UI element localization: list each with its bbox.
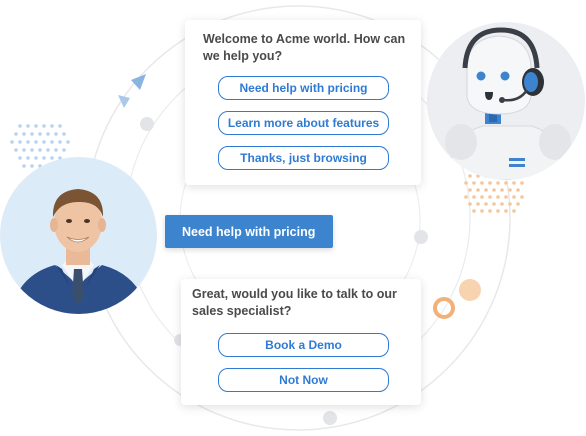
- bot-followup-card: Great, would you like to talk to our sal…: [181, 279, 421, 405]
- bot-followup-message: Great, would you like to talk to our sal…: [192, 287, 397, 318]
- user-reply-text: Need help with pricing: [182, 224, 316, 239]
- robot-avatar: [427, 22, 585, 180]
- user-avatar: [0, 157, 157, 314]
- user-reply-bubble: Need help with pricing: [165, 215, 333, 248]
- book-demo-button[interactable]: Book a Demo: [218, 333, 389, 357]
- bot-welcome-message: Welcome to Acme world. How can we help y…: [203, 32, 406, 63]
- option-button-features[interactable]: Learn more about features: [218, 111, 389, 135]
- option-button-browsing[interactable]: Thanks, just browsing: [218, 146, 389, 170]
- option-button-pricing[interactable]: Need help with pricing: [218, 76, 389, 100]
- not-now-button[interactable]: Not Now: [218, 368, 389, 392]
- bot-welcome-card: Welcome to Acme world. How can we help y…: [185, 20, 421, 185]
